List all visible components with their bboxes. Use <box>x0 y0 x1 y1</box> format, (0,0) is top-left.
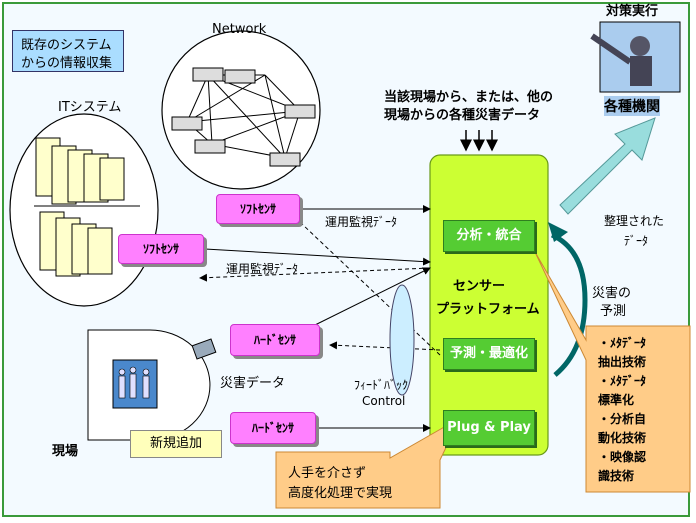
platform-title-line1: センサー <box>453 279 506 294</box>
tech-item: ・分析自 <box>598 412 647 426</box>
agencies-label: 各種機関 <box>604 96 660 116</box>
plugplay-box: Plug & Play <box>443 410 535 446</box>
feedback-line2: Control <box>362 394 406 408</box>
tech-list: ・ﾒﾀﾃﾞｰﾀ 抽出技術 ・ﾒﾀﾃﾞｰﾀ 標準化 ・分析自 動化技術 ・映像認 … <box>598 334 646 486</box>
feedback-line1: ﾌｨｰﾄﾞﾊﾞｯｸ <box>354 378 409 392</box>
organized-data-line1: 整理された <box>604 214 665 228</box>
feedback-ellipse <box>389 284 415 396</box>
site-label: 現場 <box>52 444 79 459</box>
analysis-box: 分析・統合 <box>443 220 535 252</box>
manual-line2: 高度化処理で実現 <box>288 486 393 501</box>
existing-system-line1: 既存のシステム <box>21 38 112 53</box>
tech-item: 識技術 <box>598 469 635 483</box>
monitor-data-label-1: 運用監視ﾃﾞｰﾀ <box>325 215 398 229</box>
prediction-label-line1: 災害の <box>592 286 632 301</box>
tech-item: ・ﾒﾀﾃﾞｰﾀ <box>598 336 647 350</box>
incoming-data-line2: 現場からの各種災害データ <box>384 108 541 123</box>
prediction-box: 予測・最適化 <box>443 338 535 370</box>
organized-data-line2: ﾃﾞｰﾀ <box>624 234 649 248</box>
disaster-data-label: 災害データ <box>220 376 286 391</box>
hard-sensor-2: ﾊｰﾄﾞｾﾝｻ <box>230 412 316 444</box>
server-racks <box>35 137 125 277</box>
manual-callout <box>275 416 462 509</box>
tech-item: 動化技術 <box>598 431 647 445</box>
platform-title-line2: プラットフォーム <box>436 302 540 317</box>
monitor-data-label-2: 運用監視ﾃﾞｰﾀ <box>226 262 299 276</box>
network-nodes <box>171 67 316 167</box>
tech-item: 抽出技術 <box>598 355 647 369</box>
action-label: 対策実行 <box>606 4 659 19</box>
prediction-label-line2: 予測 <box>600 304 627 319</box>
manual-line1: 人手を介さず <box>288 466 367 481</box>
curve-arrow <box>550 232 588 377</box>
new-addition-box: 新規追加 <box>130 430 222 458</box>
network-label: Network <box>212 22 267 37</box>
existing-system-line2: からの情報収集 <box>21 56 113 71</box>
tech-item: 標準化 <box>598 393 635 407</box>
tech-item: ・映像認 <box>598 450 647 464</box>
it-system-label: ITシステム <box>58 100 122 115</box>
soft-sensor-1: ｿﾌﾄｾﾝｻ <box>216 194 300 224</box>
output-arrow <box>559 117 656 215</box>
it-system-circle <box>9 113 159 307</box>
hard-sensor-1: ﾊｰﾄﾞｾﾝｻ <box>230 324 320 356</box>
tech-item: ・ﾒﾀﾃﾞｰﾀ <box>598 374 647 388</box>
tech-callout <box>534 251 691 493</box>
existing-system-box: 既存のシステム からの情報収集 <box>12 30 124 72</box>
soft-sensor-2: ｿﾌﾄｾﾝｻ <box>118 234 204 264</box>
incoming-data-line1: 当該現場から、または、他の <box>384 90 554 105</box>
camera <box>191 338 217 360</box>
